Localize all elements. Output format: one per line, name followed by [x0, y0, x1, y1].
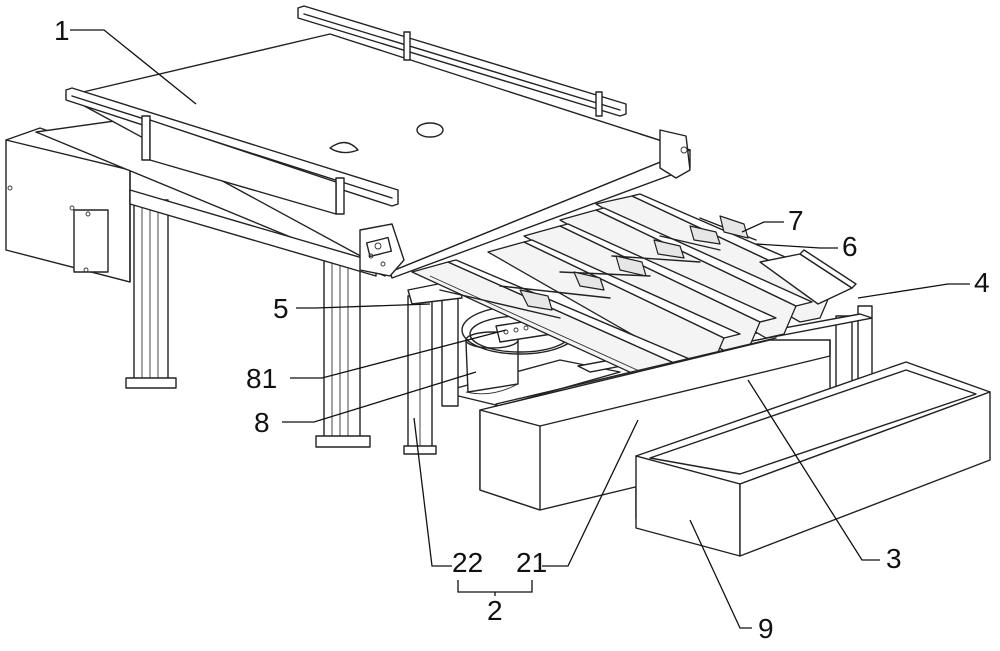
- belt-conveyor: [35, 5, 691, 279]
- reference-numerals: 1 5 81 8 22 21 2 3 9 4 6 7: [54, 15, 990, 644]
- conveyor-leg-rear-left: [315, 257, 371, 448]
- leader-lines: [70, 29, 970, 629]
- label-conveyor: 1: [54, 15, 70, 46]
- label-clip: 7: [788, 205, 804, 236]
- collection-bin: [635, 361, 991, 557]
- label-support-frame: 2: [487, 595, 503, 626]
- label-bin: 9: [758, 613, 774, 644]
- label-motor: 3: [886, 543, 902, 574]
- label-bucket: 8: [254, 407, 270, 438]
- control-cabinet: [5, 127, 131, 283]
- label-trough-rack: 4: [974, 267, 990, 298]
- label-leg-22: 22: [452, 547, 483, 578]
- label-trough: 5: [273, 293, 289, 324]
- middle-bin: [479, 337, 831, 511]
- label-rod: 6: [842, 231, 858, 262]
- label-leg-21: 21: [516, 547, 547, 578]
- conveyor-leg-front-left: [125, 199, 177, 389]
- label-bucket-ring: 81: [246, 363, 277, 394]
